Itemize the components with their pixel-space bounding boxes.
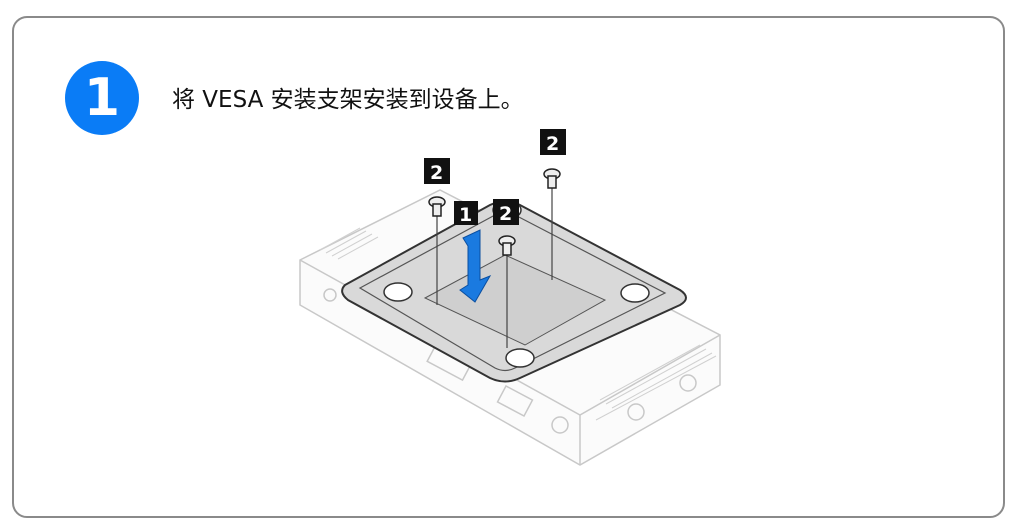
- step-number-badge: 1: [65, 61, 139, 135]
- instruction-text: 将 VESA 安装支架安装到设备上。: [172, 87, 524, 113]
- screw-icon: [428, 168, 561, 256]
- callout-screw-3: 2: [493, 199, 519, 225]
- callout-label: 2: [499, 203, 512, 225]
- callout-label: 2: [546, 133, 559, 155]
- callout-screw-2: 2: [540, 129, 566, 155]
- instruction-card: 1 将 VESA 安装支架安装到设备上。: [12, 16, 1005, 518]
- callout-bracket: 1: [454, 201, 478, 226]
- down-arrow-icon: [459, 229, 492, 303]
- callout-label: 1: [459, 204, 472, 226]
- heatsink-fins: [319, 227, 717, 421]
- callout-screw-1: 2: [424, 158, 450, 184]
- callout-label: 2: [430, 162, 443, 184]
- vesa-mount-illustration: 2 2 2 1: [299, 129, 721, 466]
- screw-guide-lines: [436, 185, 553, 348]
